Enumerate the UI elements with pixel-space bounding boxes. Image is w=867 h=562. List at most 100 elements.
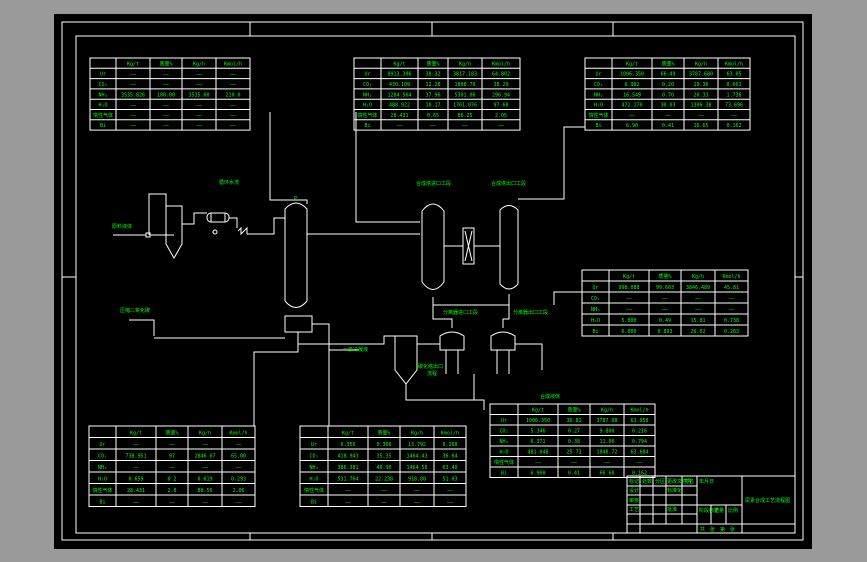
table-cell: —— (196, 82, 203, 88)
label-rxn1: 合成塔进口工段 (416, 180, 451, 187)
table-cell: 19.36 (693, 82, 708, 88)
table-cell: 2846.07 (194, 453, 215, 459)
label-recycle: 循环水洗 (219, 179, 239, 186)
table-cell: 0.216 (632, 429, 647, 435)
table-cell: H₂O (499, 450, 508, 456)
table-cell: H₂O (98, 103, 107, 109)
table-cell: 0.268 (442, 442, 457, 448)
table-cell: —— (665, 113, 672, 119)
tb-cell: 标记 (629, 478, 639, 485)
table-cell: —— (695, 307, 702, 313)
tb-cell: 分区 (655, 478, 665, 485)
table-cell: 63.40 (442, 465, 457, 471)
table-cell: 16.65 (693, 123, 708, 129)
table-cell: 3817.183 (453, 72, 477, 78)
table-cell: —— (662, 307, 669, 313)
table-cell: CO₂ (309, 453, 318, 459)
table-cell: 0.893 (657, 329, 672, 335)
table-cell: 2.06 (232, 488, 244, 494)
table-cell: 16.549 (623, 92, 641, 98)
synthesis-tower (421, 203, 445, 290)
tb-cell: 张 (710, 526, 715, 533)
table-cell: 0.27 (568, 429, 580, 435)
table-cell: 738.951 (125, 453, 146, 459)
table-cell: 0.293 (231, 476, 246, 482)
table-cell: 63.05 (726, 72, 741, 78)
table-cell: —— (381, 499, 388, 505)
table-cell: —— (163, 103, 170, 109)
separator-vessel (165, 205, 183, 260)
table-cell: 惰性气体 (588, 112, 608, 119)
table-cell: 38.29 (493, 82, 508, 88)
table-cell: 8913.306 (387, 72, 411, 78)
table-border (489, 403, 656, 478)
zone-ticks (62, 22, 803, 540)
table-cell: Ur (100, 72, 106, 78)
table-cell: Ur (592, 285, 598, 291)
table-cell: 13.792 (408, 442, 426, 448)
table-cell: 97.60 (493, 103, 508, 109)
table-header-cell: Kmol/h (229, 430, 247, 436)
table-cell: CO₂ (98, 82, 107, 88)
table-cell: NH₃ (309, 465, 318, 471)
table-cell: 25.73 (566, 450, 581, 456)
table-cell: Ur (595, 72, 601, 78)
table-cell: 1306.38 (690, 103, 711, 109)
table-cell: 0.49 (659, 318, 671, 324)
table-header-cell: Kg/t (532, 408, 544, 414)
label-gas-out: 一级冷凝液 (343, 346, 368, 353)
table-cell: —— (169, 499, 176, 505)
table-header-cell: 质量% (567, 407, 580, 414)
table-header-cell: Kg/h (459, 61, 471, 67)
table-header-cell: 质量% (661, 60, 674, 67)
table-cell: 1464.43 (406, 453, 427, 459)
title-block (626, 475, 796, 534)
table-cell: 6.90 (626, 123, 638, 129)
table-cell: 3787.68 (596, 418, 617, 424)
tb-cell: 共 (700, 526, 705, 533)
table-cell: 918.80 (408, 476, 426, 482)
table-cell: CO₂ (591, 296, 600, 302)
table-cell: —— (130, 123, 137, 129)
table-cell: 97 (169, 453, 175, 459)
table-border (88, 425, 256, 507)
table-cell: —— (133, 442, 140, 448)
table-cell: 6.982 (624, 82, 639, 88)
table-cell: —— (202, 465, 209, 471)
table-cell: —— (230, 113, 237, 119)
table-cell: —— (130, 82, 137, 88)
table-cell: Ur (311, 442, 317, 448)
title-block-text: 尿素合成工艺流程图 标记 处数 分区 更改文件号 签名 年月日 设计 标准化 审… (629, 478, 790, 533)
table-cell: —— (381, 488, 388, 494)
table-cell: 35.35 (376, 453, 391, 459)
table-cell: —— (133, 499, 140, 505)
table-cell: 86.25 (457, 113, 472, 119)
table-cell: 1006.350 (526, 418, 550, 424)
pump-1 (439, 331, 465, 351)
table-border (89, 57, 251, 131)
table-header-cell: Kmol/h (224, 61, 242, 67)
table-cell: 472.170 (621, 103, 642, 109)
label-sep1: 分离器进口工段 (443, 309, 478, 316)
table-cell: —— (571, 460, 578, 466)
table-cell: 30.03 (660, 103, 675, 109)
table-cell: 296.94 (492, 92, 510, 98)
table-cell: —— (235, 465, 242, 471)
table-cell: Ur (364, 72, 370, 78)
table-header-cell: 质量% (426, 60, 439, 67)
table-cell: —— (163, 113, 170, 119)
table-cell: 0.162 (632, 471, 647, 477)
table-header-cell: Kg/t (623, 274, 635, 280)
table-border (299, 425, 467, 507)
table-cell: 5301.06 (454, 92, 475, 98)
table-cell: 73.696 (725, 103, 743, 109)
table-cell: 20.33 (693, 92, 708, 98)
table-cell: 1.736 (726, 92, 741, 98)
table-cell: —— (230, 103, 237, 109)
table-header-cell: Kmol/h (492, 61, 510, 67)
table-cell: 40.90 (376, 465, 391, 471)
